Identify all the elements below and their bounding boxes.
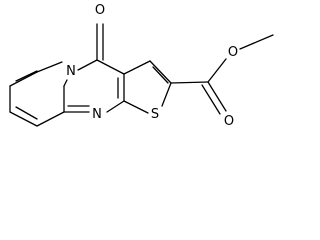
atom-label-nitrogen-bottom: N	[92, 107, 102, 122]
bond-c-c-thio-right-inner	[152, 66, 169, 84]
bond-c-c-ring	[96, 59, 125, 75]
bond-c-s	[161, 82, 172, 107]
bond-n-c	[36, 61, 63, 73]
bond-c-c-inner	[15, 70, 38, 82]
bond-ester-carbonyl-2	[201, 84, 221, 115]
bond-ester-carbonyl	[207, 81, 227, 112]
atom-label-sulfur: S	[151, 107, 159, 122]
chemical-structure-canvas: O N N S O O	[9, 3, 274, 129]
bond-c-c-thio-top	[123, 60, 151, 75]
atom-label-nitrogen-top: N	[66, 64, 76, 79]
ester-group	[170, 34, 274, 115]
bond-c-c-right	[36, 111, 65, 127]
pyrimidinone-ring	[63, 23, 125, 113]
bond-c-c	[9, 71, 38, 87]
atom-label-carbonyl-oxygen: O	[95, 3, 105, 18]
pyridine-ring	[9, 61, 68, 127]
bond-s-c	[123, 100, 149, 114]
bond-n-c-carbonyl	[77, 59, 98, 71]
bond-ester-ether	[207, 58, 227, 83]
bond-c-c-thio-right	[149, 60, 172, 84]
bond-c-ester	[170, 81, 209, 84]
atom-label-ester-ether-oxygen: O	[228, 45, 238, 60]
bond-c-c-bottom-inner	[15, 106, 38, 120]
bond-ether-methyl	[239, 34, 274, 50]
bond-c-n-bottom	[106, 100, 125, 113]
bond-c-n	[63, 79, 68, 87]
bond-c-c-bottom	[9, 111, 38, 127]
chemical-structure-diagram: O N N S O O	[9, 3, 274, 129]
thiophene-ring	[123, 60, 172, 114]
atom-label-ester-carbonyl-oxygen: O	[224, 114, 234, 129]
